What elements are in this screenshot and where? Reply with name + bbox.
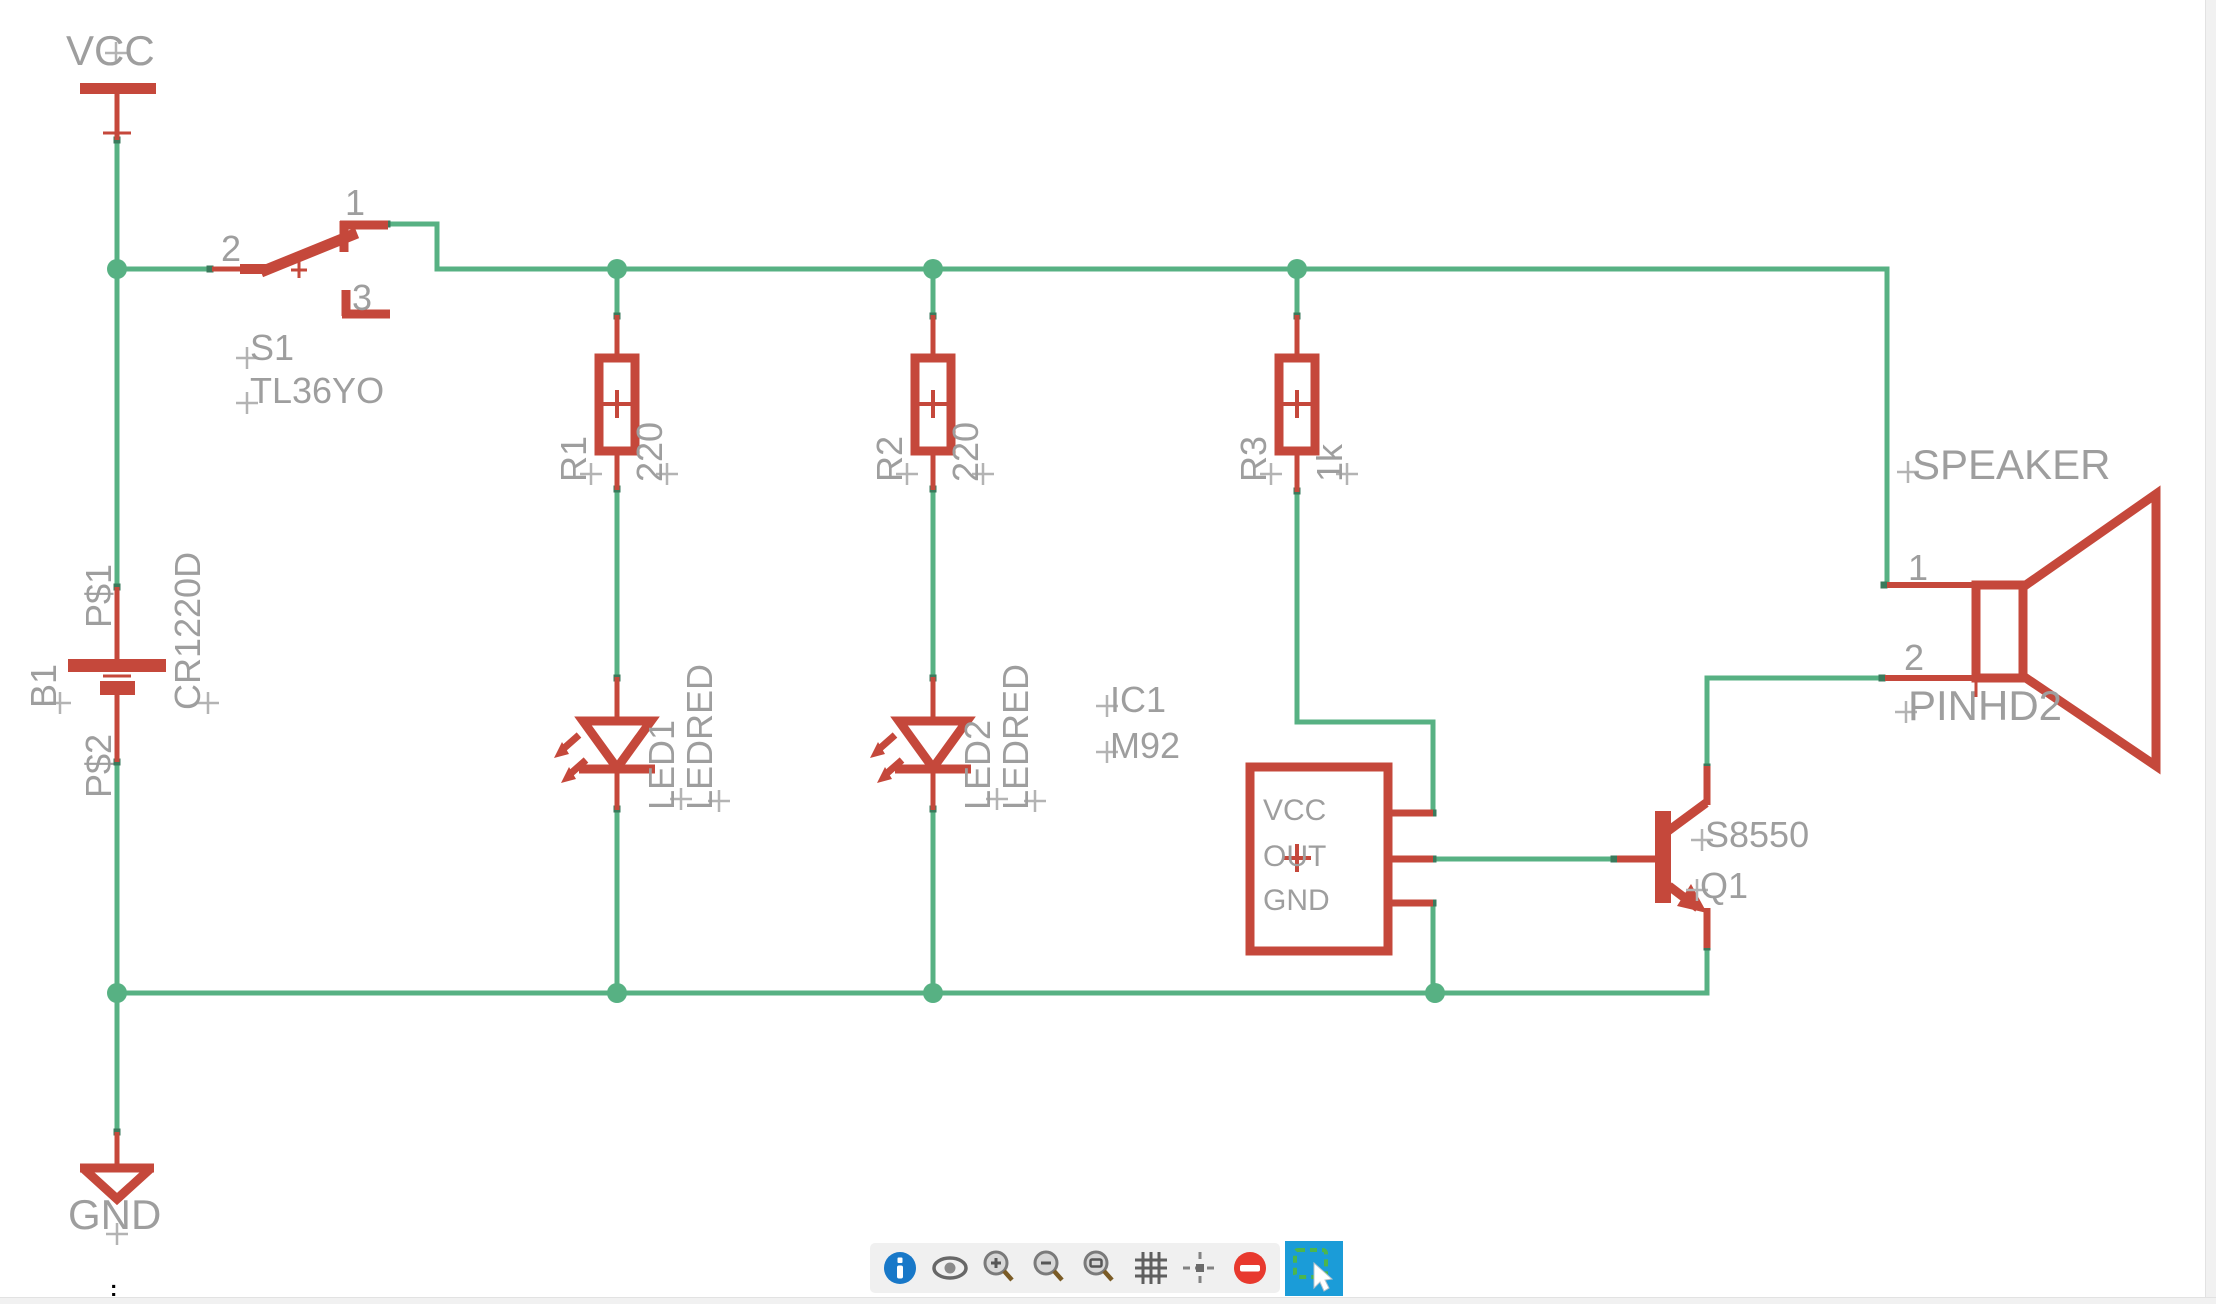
battery-pin2-label[interactable]: P$2 [78,733,119,798]
transistor-q1-symbol[interactable] [1617,766,1711,948]
gnd-supply-symbol[interactable] [80,1132,154,1206]
zoom-to-fit-button[interactable] [1080,1248,1120,1288]
switch-s1-symbol[interactable] [212,220,390,319]
pin-connection-pads [113,136,1888,1136]
select-region-button-active[interactable] [1285,1241,1343,1296]
led1-ref-label[interactable]: LED1 [641,719,682,810]
crosshair-icon [1183,1252,1215,1284]
ic1-pin-out-label: OUT [1263,840,1327,873]
grid-button[interactable] [1130,1248,1170,1288]
zoom-to-fit-icon [1083,1250,1114,1282]
vertical-scrollbar[interactable] [2205,0,2216,1304]
r2-value-label[interactable]: 220 [945,421,986,482]
ic1-pin-vcc-label: VCC [1263,794,1327,827]
vcc-supply-symbol[interactable] [80,83,156,140]
switch-pin1-label[interactable]: 1 [345,182,366,223]
crosshair-button[interactable] [1180,1248,1220,1288]
switch-value-label[interactable]: TL36YO [250,370,385,411]
grid-icon [1135,1252,1167,1284]
origin-cross-marks [49,42,1919,1245]
speaker-pin2-label[interactable]: 2 [1904,637,1925,678]
switch-pin2-label[interactable]: 2 [221,228,242,269]
battery-pin1-label[interactable]: P$1 [78,563,119,628]
vcc-net-label[interactable]: VCC [66,27,155,74]
ic1-symbol[interactable] [1245,762,1433,956]
battery-ref-label[interactable]: B1 [23,663,64,708]
delete-button[interactable] [1230,1248,1270,1288]
r3-ref-label[interactable]: R3 [1233,435,1274,482]
speaker-ref-label[interactable]: SPEAKER [1912,441,2111,488]
switch-pin3-label[interactable]: 3 [352,277,373,318]
led1-symbol[interactable] [554,677,660,810]
view-toolbar [870,1243,1280,1293]
switch-ref-label[interactable]: S1 [250,327,295,368]
zoom-out-icon [1033,1250,1064,1282]
ic1-pin-gnd-label: GND [1263,884,1330,917]
gnd-net-label[interactable]: GND [68,1191,162,1238]
q1-ref-label[interactable]: Q1 [1700,865,1749,906]
horizontal-scrollbar[interactable] [0,1297,2216,1304]
resistor-r1-symbol[interactable] [594,315,640,490]
led2-symbol[interactable] [870,677,976,810]
speaker-symbol[interactable] [1885,485,2161,775]
net-wires[interactable] [114,135,1890,1135]
zoom-in-icon [983,1250,1014,1282]
net-junction-dots [107,259,1445,1003]
r1-ref-label[interactable]: R1 [553,435,594,482]
info-icon [884,1252,916,1284]
r3-value-label[interactable]: 1k [1309,443,1350,482]
speaker-pin1-label[interactable]: 1 [1908,547,1929,588]
speaker-value-label[interactable]: PINHD2 [1908,682,2063,729]
info-button[interactable] [880,1248,920,1288]
q1-value-label[interactable]: S8550 [1705,814,1810,855]
r2-ref-label[interactable]: R2 [869,435,910,482]
r1-value-label[interactable]: 220 [629,421,670,482]
zoom-in-button[interactable] [980,1248,1020,1288]
battery-value-label[interactable]: CR1220D [167,551,208,710]
stray-cursor-text: : [110,1276,118,1301]
ic1-ref-label[interactable]: IC1 [1110,679,1167,720]
resistor-r3-symbol[interactable] [1274,315,1320,492]
led2-value-label[interactable]: LEDRED [995,663,1036,810]
eye-icon [932,1256,968,1280]
select-region-icon [1293,1248,1334,1292]
ic1-value-label[interactable]: M92 [1110,725,1181,766]
zoom-out-button[interactable] [1030,1248,1070,1288]
led2-ref-label[interactable]: LED2 [957,719,998,810]
led1-value-label[interactable]: LEDRED [679,663,720,810]
stop-delete-icon [1234,1252,1266,1284]
eye-button[interactable] [930,1248,970,1288]
battery-b1-symbol[interactable] [68,587,166,762]
resistor-r2-symbol[interactable] [910,315,956,490]
